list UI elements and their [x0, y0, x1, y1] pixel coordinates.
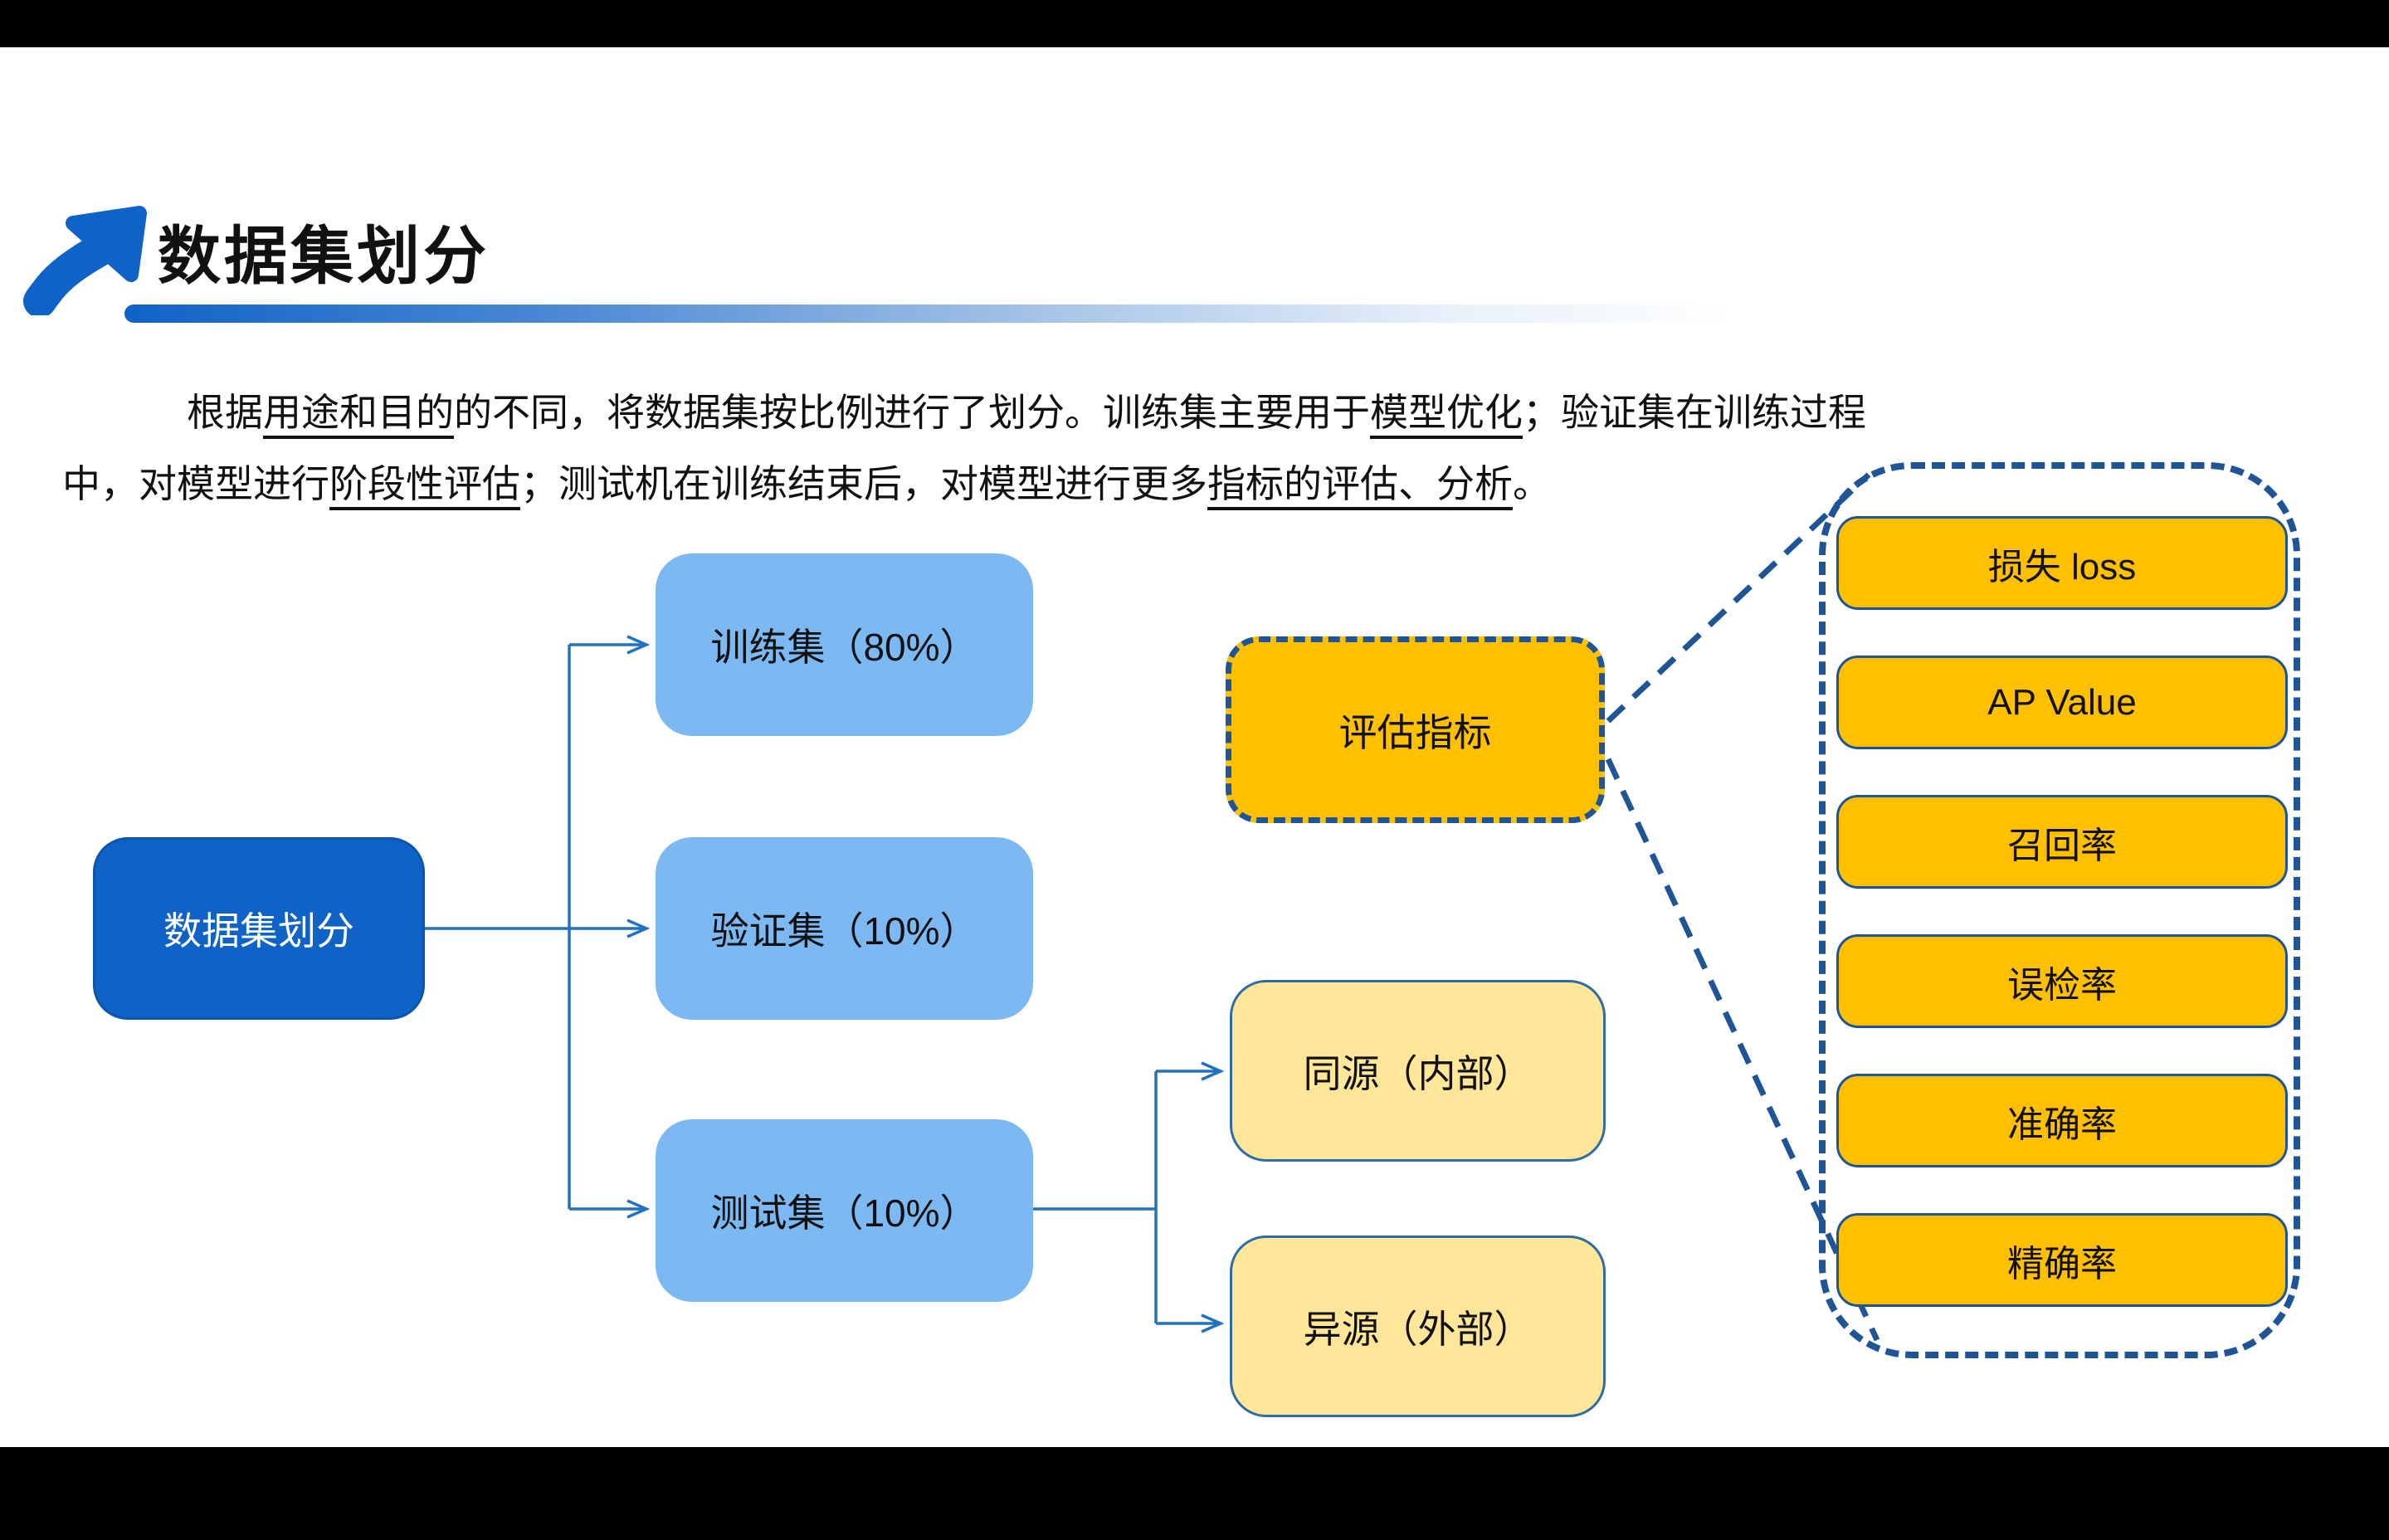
child-box-external-source: 异源（外部） [1230, 1235, 1606, 1417]
metric-box-ap-value: AP Value [1836, 655, 2288, 749]
intro-paragraph: 根据用途和目的的不同，将数据集按比例进行了划分。训练集主要用于模型优化；验证集在… [62, 378, 2236, 520]
dataset-root-label: 数据集划分 [163, 909, 354, 953]
child-box-internal-source: 同源（内部） [1230, 980, 1606, 1162]
split-box-validation: 验证集（10%） [656, 837, 1033, 1020]
text-run: ；测试机在训练结束后，对模型进行更多 [520, 463, 1207, 505]
split-train-label: 训练集（80%） [710, 626, 978, 669]
internal-source-label: 同源（内部） [1303, 1051, 1533, 1095]
arrow-up-right-icon [23, 206, 147, 315]
underlined-phrase: 指标的评估、分析 [1207, 463, 1513, 505]
split-box-test: 测试集（10%） [656, 1119, 1033, 1302]
split-test-label: 测试集（10%） [710, 1192, 978, 1235]
metric-precision-label: 精确率 [2007, 1243, 2117, 1284]
external-source-label: 异源（外部） [1303, 1307, 1533, 1351]
metrics-callout-box: 评估指标 [1226, 636, 1605, 823]
metric-false-detection-label: 误检率 [2007, 964, 2117, 1006]
page-title: 数据集划分 [158, 222, 490, 292]
metric-box-loss: 损失 loss [1836, 516, 2288, 610]
dataset-root-box: 数据集划分 [93, 837, 425, 1020]
metric-loss-label: 损失 loss [1987, 546, 2137, 587]
metric-box-false-detection: 误检率 [1836, 934, 2288, 1028]
text-run: 中，对模型进行 [62, 463, 329, 505]
text-run: ；验证集在训练过程 [1523, 392, 1866, 434]
metrics-panel [1819, 462, 2300, 1358]
metric-box-precision: 精确率 [1836, 1213, 2288, 1307]
paragraph-line: 根据用途和目的的不同，将数据集按比例进行了划分。训练集主要用于模型优化；验证集在… [62, 378, 2236, 449]
title-underline-bar [124, 305, 1817, 323]
split-box-train: 训练集（80%） [656, 553, 1033, 736]
metric-box-recall: 召回率 [1836, 795, 2288, 889]
underlined-phrase: 模型优化 [1370, 392, 1523, 434]
paragraph-line: 中，对模型进行阶段性评估；测试机在训练结束后，对模型进行更多指标的评估、分析。 [62, 449, 2236, 520]
slide-canvas: 数据集划分 根据用途和目的的不同，将数据集按比例进行了划分。训练集主要用于模型优… [0, 47, 2389, 1447]
metric-box-accuracy: 准确率 [1836, 1074, 2288, 1167]
top-letterbox-bar [0, 0, 2389, 47]
underlined-phrase: 用途和目的 [263, 392, 454, 434]
metric-recall-label: 召回率 [2007, 825, 2117, 866]
underlined-phrase: 阶段性评估 [329, 463, 520, 505]
bottom-letterbox-bar [0, 1447, 2389, 1493]
metric-ap-value-label: AP Value [1987, 681, 2137, 723]
text-run: 的不同，将数据集按比例进行了划分。训练集主要用于 [454, 392, 1370, 434]
metrics-callout-label: 评估指标 [1338, 710, 1492, 754]
text-run: 。 [1513, 463, 1551, 505]
text-run: 根据 [187, 392, 263, 434]
split-validation-label: 验证集（10%） [710, 909, 978, 953]
metric-accuracy-label: 准确率 [2007, 1104, 2117, 1145]
